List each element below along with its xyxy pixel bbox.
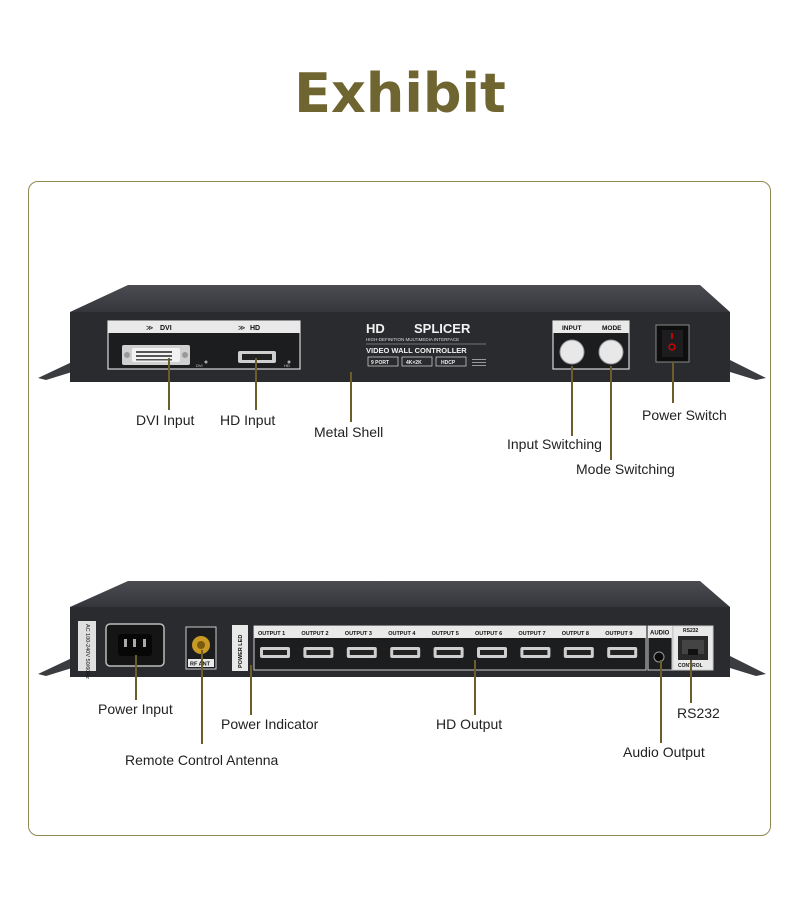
leader-shell [350, 372, 352, 422]
power-rating-label: AC 100-240V 50/60Hz [84, 624, 90, 679]
front-left-ear [38, 362, 72, 380]
callout-audio-output: Audio Output [623, 744, 705, 760]
leader-power-input [135, 655, 137, 700]
leader-hd-output [474, 660, 476, 715]
mode-button-label: MODE [602, 325, 622, 332]
rear-right-ear [730, 656, 766, 676]
brand-hd: HD [366, 321, 385, 336]
brand-product: VIDEO WALL CONTROLLER [366, 346, 467, 355]
rear-left-ear [38, 658, 72, 676]
callout-remote-antenna: Remote Control Antenna [125, 752, 279, 768]
front-unit: DVI HD ≫ ≫ DVI HD HD SPLICER HIGH-DEFINI… [38, 285, 766, 382]
badge-hdcp: HDCP [441, 360, 456, 366]
callout-power-indicator: Power Indicator [221, 716, 319, 732]
callout-metal-shell: Metal Shell [314, 424, 384, 440]
callout-mode-switching: Mode Switching [576, 461, 675, 477]
badge-ports: 9 PORT [371, 360, 389, 366]
input-button-label: INPUT [562, 325, 582, 332]
callout-hd-input: HD Input [220, 412, 276, 428]
dvi-header-label: DVI [160, 325, 172, 332]
output-label: OUTPUT 9 [605, 631, 632, 637]
callout-power-input: Power Input [98, 701, 173, 717]
page-title: Exhibit [294, 62, 506, 125]
leader-audio [660, 660, 662, 743]
front-top-surface [70, 285, 730, 312]
output-label: OUTPUT 3 [345, 631, 372, 637]
rear-unit: AC 100-240V 50/60Hz RF ANT POWER LED OUT… [38, 581, 766, 679]
svg-text:HD: HD [284, 363, 290, 368]
leader-mode-switch [610, 366, 612, 460]
output-label: OUTPUT 2 [301, 631, 328, 637]
leader-dvi [168, 358, 170, 410]
output-label: OUTPUT 7 [518, 631, 545, 637]
audio-label: AUDIO [650, 631, 670, 637]
content-frame [28, 181, 771, 836]
output-label: OUTPUT 8 [562, 631, 589, 637]
leader-input-switch [571, 366, 573, 436]
rear-top-surface [70, 581, 730, 607]
output-label: OUTPUT 1 [258, 631, 285, 637]
input-button[interactable] [559, 339, 585, 365]
front-right-ear [730, 360, 766, 380]
svg-text:DVI: DVI [196, 363, 203, 368]
leader-hd [255, 358, 257, 410]
callout-input-switching: Input Switching [507, 436, 602, 452]
output-label: OUTPUT 6 [475, 631, 502, 637]
brand-splicer: SPLICER [414, 321, 471, 336]
brand-subtitle: HIGH-DEFINITION MULTIMEDIA INTERFACE [366, 337, 459, 342]
svg-text:≫: ≫ [146, 325, 153, 332]
leader-rs232 [690, 660, 692, 703]
audio-jack[interactable] [653, 651, 665, 663]
power-led-label: POWER LED [238, 635, 244, 668]
callout-hd-output: HD Output [436, 716, 503, 732]
rs232-label: RS232 [683, 628, 699, 634]
callout-rs232: RS232 [677, 705, 720, 721]
svg-text:≫: ≫ [238, 325, 245, 332]
callout-power-switch: Power Switch [642, 407, 727, 423]
output-label: OUTPUT 5 [432, 631, 459, 637]
rf-ant-label: RF ANT [190, 662, 211, 668]
leader-antenna [201, 650, 203, 744]
hd-header-label: HD [250, 325, 260, 332]
leader-power-indicator [250, 665, 252, 715]
output-label: OUTPUT 4 [388, 631, 416, 637]
mode-button[interactable] [598, 339, 624, 365]
leader-power-switch [672, 362, 674, 403]
callout-dvi-input: DVI Input [136, 412, 195, 428]
badge-resolution: 4K×2K [406, 360, 422, 366]
